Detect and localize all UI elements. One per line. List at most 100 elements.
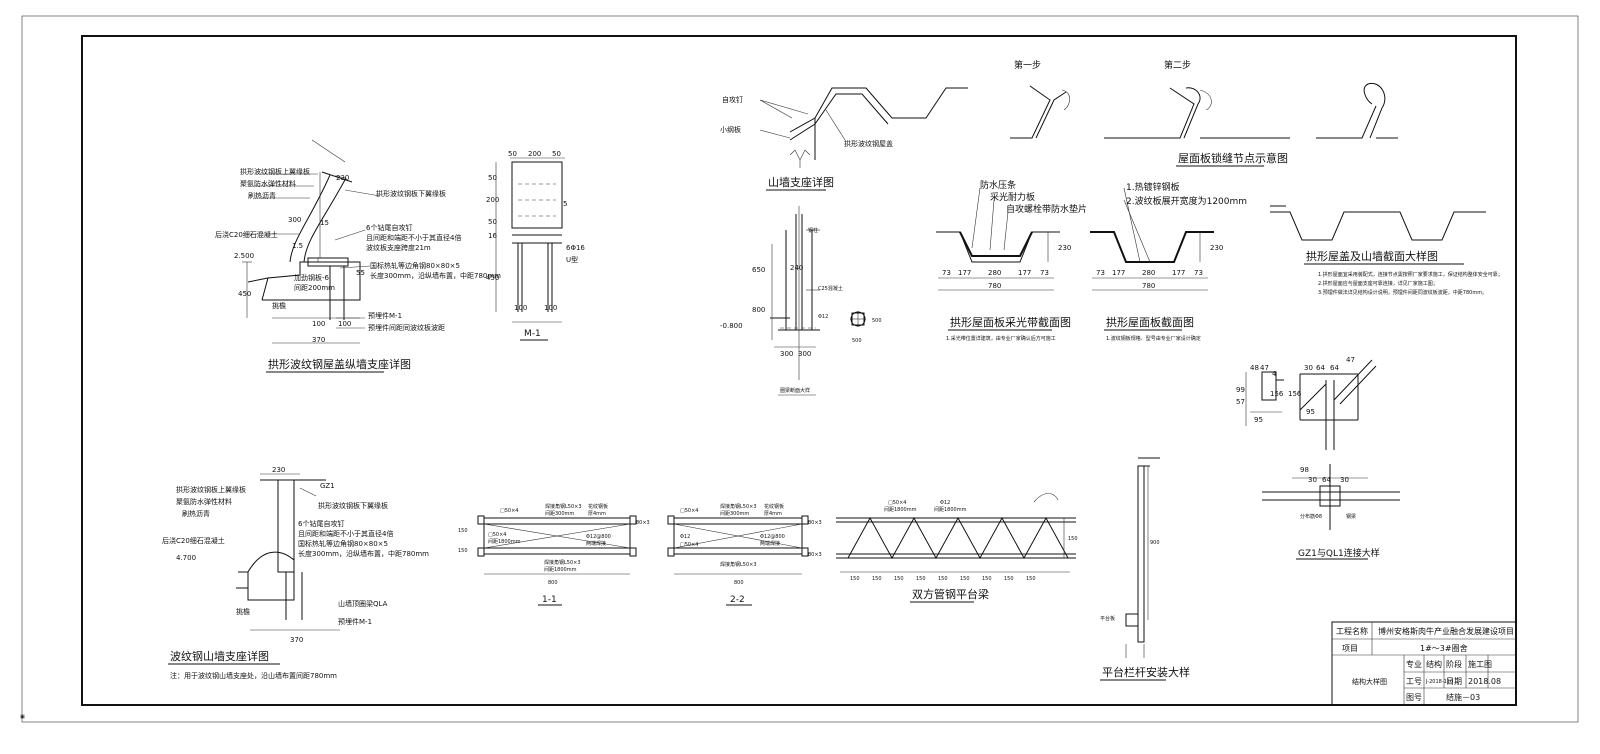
support-elev: 2.500 [234, 252, 254, 260]
s22-label-phi12: Φ12 [680, 534, 690, 540]
panel-dim-73b: 73 [1194, 269, 1203, 277]
step1-label: 第一步 [1014, 59, 1041, 71]
truss-dim-0: 150 [850, 576, 860, 582]
skylight-label-board: 采光耐力板 [990, 191, 1035, 203]
m1-detail: 50 200 50 50 200 50 16 450 100 100 5 6Φ1… [486, 150, 585, 341]
s22-label-plate: 花纹钢板 [764, 503, 784, 510]
gwall-dim-230: 230 [272, 466, 285, 474]
support-label-eave: 挑檐 [272, 301, 286, 310]
s22-title: 2-2 [730, 595, 745, 605]
gwall-label-gz1: GZ1 [320, 482, 335, 490]
tb-major-label: 专业 [1406, 659, 1422, 669]
m1-dim-450: 450 [486, 274, 499, 282]
support-dim-450: 450 [238, 290, 251, 298]
skylight-dim-177a: 177 [958, 269, 971, 277]
panel-dim-280: 280 [1142, 269, 1155, 277]
tb-major: 结构 [1426, 659, 1442, 669]
tb-stage-label: 阶段 [1446, 659, 1462, 669]
s22-label-plate-thk: 厚4mm [764, 511, 782, 517]
gwall-label-asphalt: 刷热沥青 [182, 509, 210, 518]
beam-title: 圈梁断面大样 [780, 387, 810, 394]
truss-dim-2: 150 [894, 576, 904, 582]
truss-dim-9: 150 [1068, 536, 1078, 542]
gwall-label-upper: 拱形波纹钢板上翼缘板 [176, 485, 246, 494]
s11-label-rebar: Φ12@800 [586, 534, 611, 540]
gwall-label-lower: 拱形波纹钢板下翼缘板 [318, 501, 388, 510]
s22-label-angle-bottom: 焊接角钢L50×3 [720, 561, 757, 568]
panel-dim-73a: 73 [1096, 269, 1105, 277]
support-label-angle: 国标热轧等边角钢80×80×5 [370, 261, 460, 270]
beam-dim-800: 800 [752, 306, 765, 314]
section-2-2: □50×4 焊接角钢L50×3 间距300mm 花纹钢板 厚4mm Φ12@80… [667, 503, 822, 606]
skylight-dim-177b: 177 [1018, 269, 1031, 277]
beam-dim-300b: 300 [798, 350, 811, 358]
tb-stage: 施工图 [1468, 659, 1492, 669]
gwall-label-concrete: 后浇C20细石混凝土 [162, 536, 225, 545]
skylight-section: 防水压条 采光耐力板 自攻螺栓带防水垫片 73 177 280 177 73 7… [936, 179, 1087, 342]
m1-dim-16: 16 [488, 232, 497, 240]
s22-label-rebar: Φ12@800 [760, 534, 785, 540]
beam-label-rebar: Φ12 [818, 314, 828, 320]
s11-label-tube2: □50×4 [488, 532, 506, 538]
truss-label-spacing-b: 间距1800mm [934, 506, 967, 513]
panel-dim-230: 230 [1210, 244, 1223, 252]
gz1-dim-30c: 30 [1340, 476, 1349, 484]
gwall-elev: 4.700 [176, 554, 196, 562]
support-dim-230: 230 [336, 174, 349, 182]
support-dim-100b: 100 [338, 320, 351, 328]
gz1-dim-64b: 64 [1330, 364, 1339, 372]
truss-dim-3: 150 [916, 576, 926, 582]
truss-label-phi12: Φ12 [940, 500, 950, 506]
gz1-title: GZ1与QL1连接大样 [1298, 547, 1380, 559]
skylight-label-bolt: 自攻螺栓带防水垫片 [1006, 203, 1087, 215]
truss-label-spacing-a: 间距1800mm [884, 506, 917, 513]
beam-label-column: 钢柱 [808, 227, 818, 234]
support-dim-370: 370 [312, 336, 325, 344]
m1-dim-100b: 100 [544, 304, 557, 312]
m1-dim-50a: 50 [508, 150, 517, 158]
tb-date: 2018.08 [1468, 677, 1501, 686]
gwall-label-ring-beam: 山墙顶圈梁QLA [338, 599, 388, 608]
s22-label-weld: 两端焊接 [760, 540, 780, 547]
gable-support: 自攻钉 小纲板 拱形波纹钢屋盖 山墙支座详图 [720, 87, 968, 191]
support-label-asphalt: 刷热沥青 [248, 191, 276, 200]
seam-title: 屋面板锁缝节点示意图 [1178, 151, 1288, 165]
m1-title: M-1 [524, 329, 541, 339]
truss-dim-5: 150 [960, 576, 970, 582]
m1-note-bar: 6Φ16 [566, 244, 585, 252]
railing-dim-900: 900 [1150, 540, 1160, 546]
skylight-dim-780: 780 [988, 282, 1001, 290]
gz1-label-rebar: 分布筋Φ8 [1300, 513, 1322, 520]
skylight-dim-73a: 73 [942, 269, 951, 277]
gz1-dim-30a: 30 [1304, 364, 1313, 372]
panel-dim-177b: 177 [1172, 269, 1185, 277]
tb-drawing-name: 结构大样图 [1352, 677, 1387, 686]
tb-jobno-label: 工号 [1406, 677, 1422, 686]
panel-title: 拱形屋面板截面图 [1106, 315, 1194, 329]
beam-dim-300a: 300 [780, 350, 793, 358]
gable-label-screw: 自攻钉 [722, 95, 743, 104]
s11-label-angle: 焊接角钢L50×3 [545, 503, 582, 510]
tb-project-label: 工程名称 [1336, 626, 1368, 636]
panel-label-steel: 1.热镀锌钢板 [1126, 181, 1180, 193]
truss-beam: □50×4 间距1800mm Φ12 间距1800mm 150 150 150 … [836, 493, 1078, 603]
support-dim-15: 15 [320, 219, 329, 227]
skylight-dim-73b: 73 [1040, 269, 1049, 277]
m1-dim-50c: 50 [488, 174, 497, 182]
inner-frame [81, 35, 1517, 706]
beam-label-concrete: C25混凝土 [818, 285, 843, 292]
ridge-section: 拱形屋盖及山墙截面大样图 1.拱形屋面宜采用装配式，连接节点需按照厂家要求施工，… [1270, 205, 1503, 296]
gz1-dim-47b: 47 [1346, 356, 1355, 364]
gz1-dim-64a: 64 [1316, 364, 1325, 372]
support-title: 拱形波纹钢屋盖纵墙支座详图 [268, 357, 411, 371]
gwall-label-embed: 预埋件M-1 [338, 617, 372, 626]
m1-dim-5: 5 [563, 200, 567, 208]
section-1-1: □50×4 焊接角钢L50×3 间距300mm 花纹钢板 厚4mm Φ12@80… [458, 503, 650, 606]
gz1-detail: 48 47 4 99 57 156 95 30 64 64 47 156 95 … [1236, 356, 1400, 560]
beam-dim-650: 650 [752, 266, 765, 274]
gz1-dim-47a: 47 [1260, 364, 1269, 372]
title-block: 工程名称 博州安格斯肉牛产业融合发展建设项目 项目 1#～3#圈舍 结构大样图 … [1331, 621, 1517, 706]
s22-label-angle-spacing: 间距300mm [720, 510, 749, 517]
gwall-label-eave: 挑檐 [236, 607, 250, 616]
